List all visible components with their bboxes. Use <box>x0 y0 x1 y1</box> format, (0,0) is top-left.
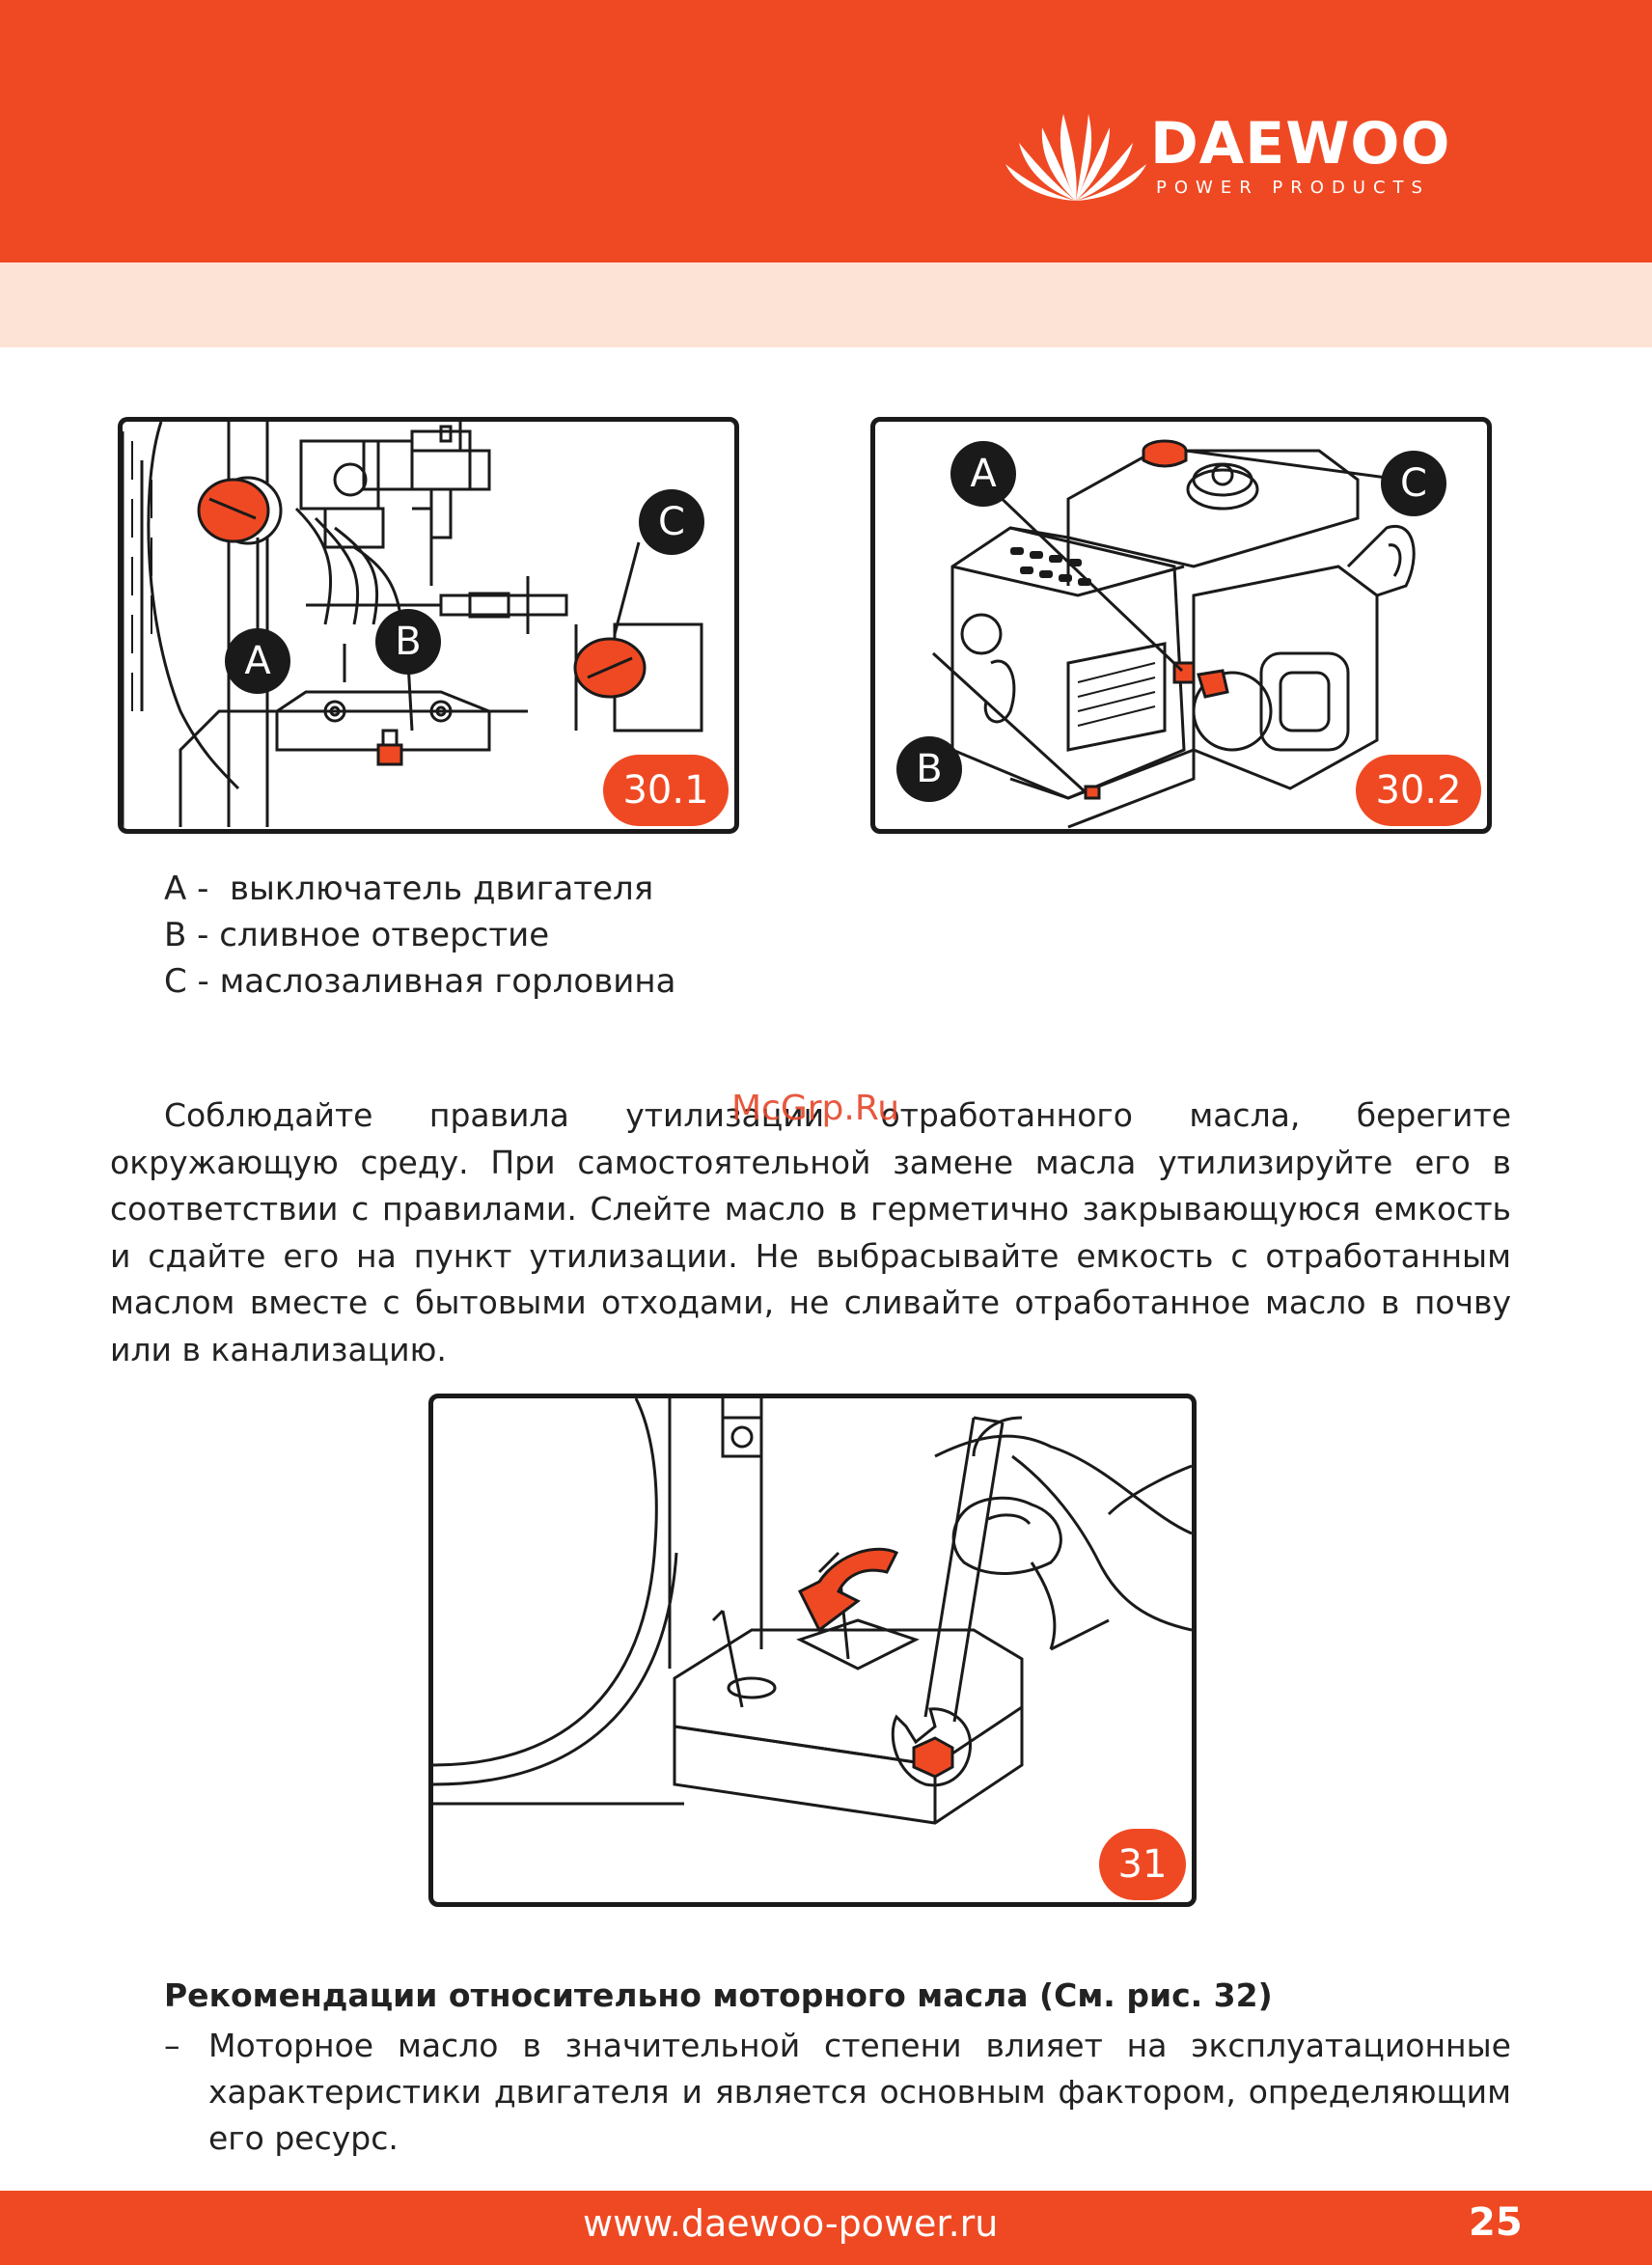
figure-30-1: A B C 30.1 <box>118 417 739 834</box>
legend-item-a: A - выключатель двигателя <box>164 870 654 908</box>
figure-30-1-label-b: B <box>375 609 441 675</box>
footer-url[interactable]: www.daewoo-power.ru <box>583 2202 999 2245</box>
figure-31-drawing <box>433 1398 1192 1825</box>
figure-30-2-badge: 30.2 <box>1356 755 1481 826</box>
figure-legend: A - выключатель двигателя B - сливное от… <box>164 866 675 1005</box>
figure-30-1-drawing <box>123 422 703 827</box>
bullet-dash: – <box>164 2027 180 2064</box>
page-number: 25 <box>1469 2200 1523 2245</box>
figure-30-2: A B C 30.2 <box>870 417 1492 834</box>
figure-30-2-label-c: C <box>1381 451 1446 516</box>
figure-31-badge: 31 <box>1099 1829 1186 1900</box>
daewoo-fan-icon <box>1005 114 1146 201</box>
figure-31: 31 <box>428 1394 1197 1907</box>
figure-30-1-badge: 30.1 <box>603 755 729 826</box>
legend-item-b: B - сливное отверстие <box>164 916 550 954</box>
figure-30-2-label-a: A <box>950 441 1016 507</box>
recommendation-text: Моторное масло в значительной степени вл… <box>208 2027 1511 2157</box>
subheader-band <box>0 262 1652 347</box>
footer-band: www.daewoo-power.ru 25 <box>0 2191 1652 2265</box>
recommendations-title: Рекомендации относительно моторного масл… <box>164 1976 1273 2014</box>
daewoo-logo: DAEWOO POWER PRODUCTS <box>1004 104 1486 210</box>
legend-item-c: C - маслозаливная горловина <box>164 962 676 1001</box>
figure-30-2-label-b: B <box>896 736 962 802</box>
disposal-paragraph: Соблюдайте правила утилизации отработанн… <box>110 1096 1511 1368</box>
header-band <box>0 0 1652 262</box>
figure-30-1-label-a: A <box>225 628 290 694</box>
figure-30-1-label-c: C <box>639 489 704 555</box>
logo-wordmark: DAEWOO <box>1150 110 1451 178</box>
watermark: McGrp.Ru <box>731 1089 900 1128</box>
logo-subtitle: POWER PRODUCTS <box>1156 178 1430 198</box>
